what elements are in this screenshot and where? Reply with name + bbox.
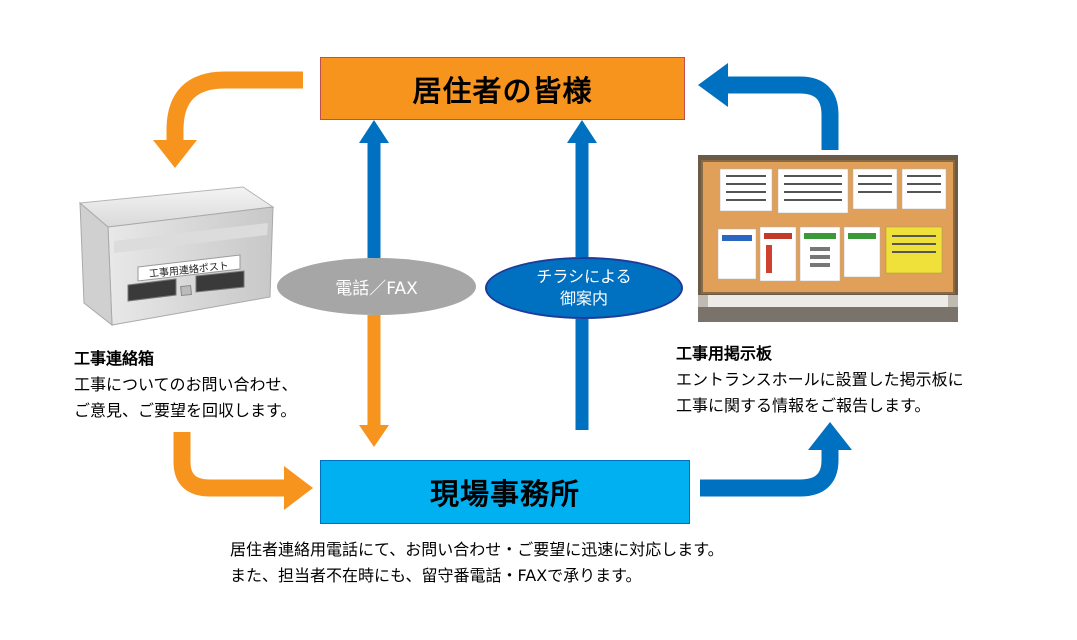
site-office-box: 現場事務所	[320, 460, 690, 524]
arrow-phone-up-head	[359, 120, 389, 143]
flyer-ellipse: チラシによる 御案内	[485, 257, 683, 319]
bulletin-board-photo	[698, 155, 958, 322]
board-title: 工事用掲示板	[676, 344, 773, 363]
arrow-phone-down-head	[359, 425, 389, 447]
residents-box: 居住者の皆様	[320, 57, 685, 120]
site-office-label: 現場事務所	[429, 477, 580, 511]
office-desc-line1: 居住者連絡用電話にて、お問い合わせ・ご要望に迅速に対応します。	[230, 540, 724, 559]
residents-label: 居住者の皆様	[412, 73, 593, 108]
mailbox-title: 工事連絡箱	[74, 349, 155, 368]
board-caption: 工事用掲示板 エントランスホールに設置した掲示板に 工事に関する情報をご報告しま…	[676, 341, 1066, 419]
arrow-office-to-board-head	[808, 422, 852, 450]
arrow-mailbox-to-office-head	[284, 466, 313, 510]
arrow-office-to-board	[700, 445, 839, 497]
flyer-label-line1: チラシによる	[536, 267, 632, 286]
board-desc-line1: エントランスホールに設置した掲示板に	[676, 370, 964, 389]
office-desc-line2: また、担当者不在時にも、留守番電話・FAXで承ります。	[230, 566, 642, 585]
mailbox-caption: 工事連絡箱 工事についてのお問い合わせ、 ご意見、ご要望を回収します。	[74, 346, 374, 424]
mailbox-desc-line2: ご意見、ご要望を回収します。	[74, 401, 297, 420]
phone-fax-label: 電話／FAX	[335, 279, 418, 299]
board-desc-line2: 工事に関する情報をご報告します。	[676, 396, 931, 415]
arrow-flyer-up-head	[567, 120, 597, 143]
flyer-label-line2: 御案内	[559, 289, 608, 308]
arrow-board-to-residents	[725, 76, 839, 150]
arrow-board-to-residents-head	[698, 63, 728, 107]
arrow-residents-to-mailbox-head	[153, 140, 197, 168]
office-caption: 居住者連絡用電話にて、お問い合わせ・ご要望に迅速に対応します。 また、担当者不在…	[230, 537, 870, 589]
mailbox-photo: 工事用連絡ポスト	[78, 186, 275, 327]
arrow-residents-to-mailbox	[166, 71, 303, 145]
mailbox-desc-line1: 工事についてのお問い合わせ、	[74, 375, 298, 394]
phone-fax-ellipse: 電話／FAX	[277, 258, 476, 315]
arrow-mailbox-to-office	[173, 432, 290, 497]
